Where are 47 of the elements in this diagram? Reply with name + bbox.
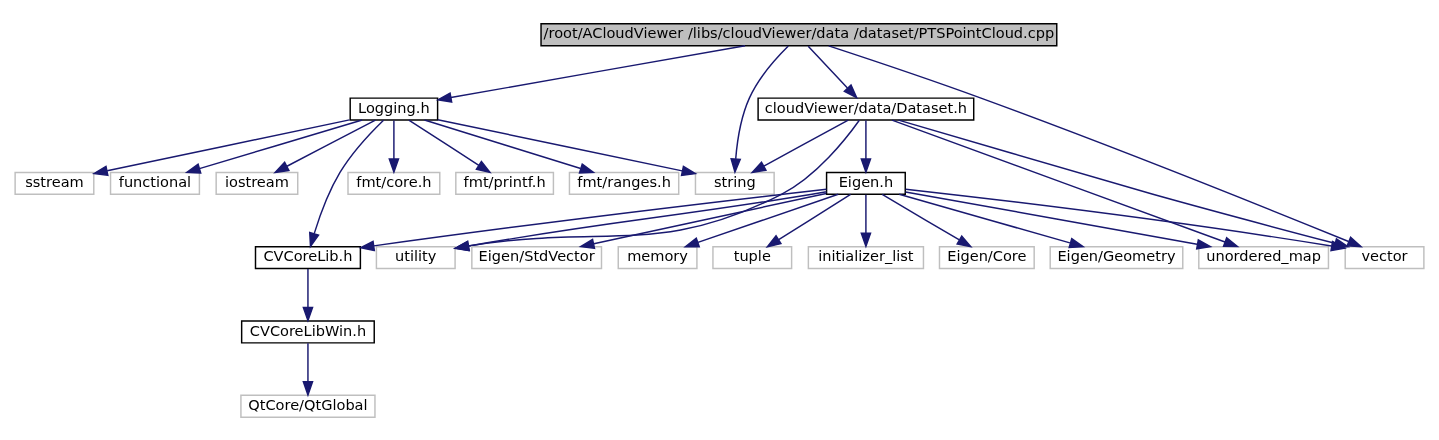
arrow	[898, 193, 1086, 248]
arrow	[904, 187, 1347, 251]
arrow	[408, 118, 492, 174]
arrow	[423, 118, 596, 174]
node-box: unordered_map	[1198, 245, 1330, 269]
node-box: sstream	[14, 171, 95, 195]
node-box: utility	[375, 245, 456, 269]
arrow	[891, 118, 1240, 247]
arrow	[904, 190, 1213, 250]
arrow	[765, 193, 852, 248]
node-box: iostream	[215, 171, 299, 195]
node-box: QtCore/QtGlobal	[240, 394, 376, 418]
arrow	[730, 44, 790, 174]
arrow	[750, 118, 849, 173]
arrow	[184, 118, 363, 174]
arrow	[302, 267, 314, 323]
node-box: Eigen/Geometry	[1049, 245, 1184, 269]
node-box: fmt/core.h	[347, 171, 441, 195]
arrow	[860, 119, 872, 174]
node-box: string	[694, 171, 775, 195]
arrow	[860, 193, 872, 249]
node-box: fmt/ranges.h	[568, 171, 680, 195]
node-box: /root/ACloudViewer /libs/cloudViewer/data /dataset/PTSPointCloud.cpp	[540, 22, 1058, 46]
node-box: Eigen.h	[825, 171, 906, 195]
node-box: tuple	[712, 245, 793, 269]
arrow	[437, 118, 698, 176]
node-box: cloudViewer/data/Dataset.h	[757, 96, 975, 121]
node-box: Logging.h	[349, 96, 439, 121]
arrow	[91, 118, 351, 176]
arrow	[308, 118, 385, 249]
node-box: CVCoreLib.h	[254, 245, 362, 269]
node-box: fmt/printf.h	[455, 171, 555, 195]
arrow	[807, 44, 859, 99]
arrow	[881, 193, 973, 248]
arrow	[302, 342, 314, 397]
arrow	[388, 119, 400, 174]
node-box: Eigen/Core	[938, 245, 1035, 269]
node-box: memory	[617, 245, 698, 269]
node-box: CVCoreLibWin.h	[240, 319, 375, 344]
arrow	[578, 192, 827, 249]
node-box: vector	[1344, 245, 1425, 269]
node-box: Eigen/StdVector	[471, 245, 603, 269]
node-box: functional	[109, 171, 201, 195]
node-box: initializer_list	[807, 245, 925, 269]
arrow	[273, 118, 377, 173]
arrow	[435, 44, 746, 103]
arrow	[683, 193, 839, 247]
